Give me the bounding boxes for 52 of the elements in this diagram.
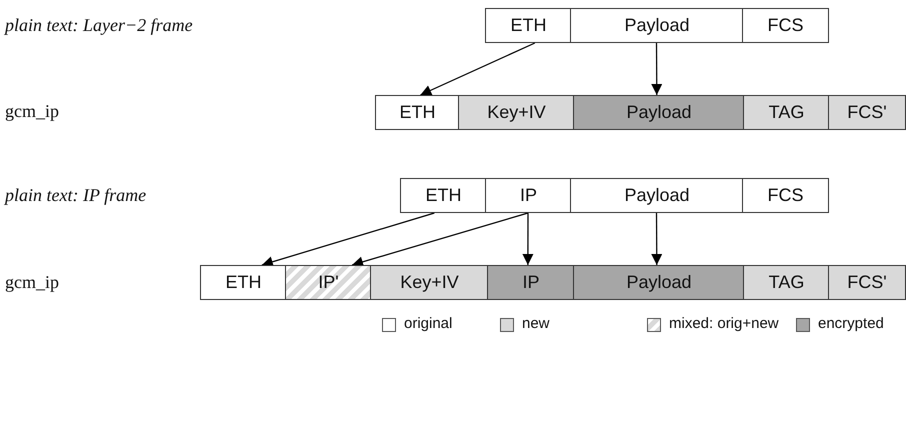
frame-field	[573, 265, 745, 300]
arrow	[420, 42, 536, 96]
frame-field	[485, 8, 572, 43]
field-label: FCS'	[847, 272, 887, 293]
field-label: Payload	[626, 102, 692, 123]
field-label: FCS'	[847, 102, 887, 123]
frame-field	[485, 178, 572, 213]
frame-field	[570, 8, 744, 43]
field-label: TAG	[768, 102, 804, 123]
row-label: gcm_ip	[5, 272, 59, 293]
frame-field	[743, 95, 830, 130]
field-label: FCS	[768, 15, 804, 36]
field-label: Payload	[624, 15, 690, 36]
frame-field	[573, 95, 745, 130]
field-label: TAG	[768, 272, 804, 293]
row-label: gcm_ip	[5, 101, 59, 122]
frame-field	[828, 265, 906, 300]
field-label: IP	[520, 185, 537, 206]
frame-field	[487, 265, 575, 300]
frame-field	[285, 265, 372, 300]
field-label: FCS	[768, 185, 804, 206]
frame-field	[370, 265, 489, 300]
frame-field	[743, 265, 830, 300]
frame-field	[458, 95, 575, 130]
legend-label: original	[404, 315, 452, 332]
field-label: Key+IV	[400, 272, 459, 293]
arrow	[352, 212, 528, 268]
legend-label: mixed: orig+new	[669, 315, 779, 332]
frame-field	[570, 178, 744, 213]
frame-title: plain text: Layer−2 frame	[5, 15, 193, 36]
field-label: IP	[522, 272, 540, 293]
field-label: ETH	[426, 185, 462, 206]
field-label: Payload	[626, 272, 692, 293]
frame-field	[375, 95, 460, 130]
frame-field	[200, 265, 287, 300]
arrow	[262, 212, 435, 268]
arrow	[522, 213, 534, 265]
frame-field	[828, 95, 906, 130]
field-label: Payload	[624, 185, 690, 206]
legend-label: encrypted	[818, 315, 884, 332]
field-label: ETH	[400, 102, 436, 123]
arrow	[651, 43, 662, 95]
frame-field	[742, 8, 829, 43]
frame-field	[742, 178, 829, 213]
arrow	[651, 213, 662, 265]
field-label: ETH	[510, 15, 546, 36]
frame-title: plain text: IP frame	[5, 185, 146, 206]
field-label: ETH	[226, 272, 262, 293]
field-label: IP'	[318, 272, 339, 293]
field-label: Key+IV	[487, 102, 546, 123]
frame-field	[400, 178, 487, 213]
legend-label: new	[522, 315, 550, 332]
